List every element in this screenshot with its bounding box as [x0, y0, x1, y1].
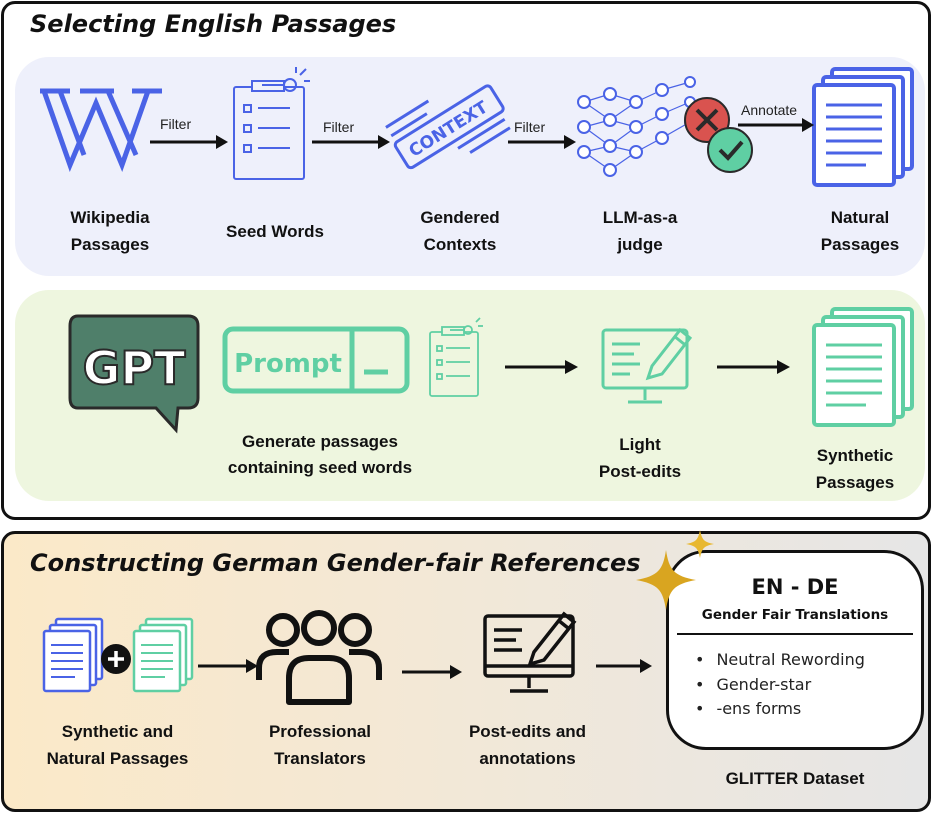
section-title-selecting: Selecting English Passages: [30, 10, 397, 38]
dataset-feature-item: -ens forms: [695, 697, 865, 722]
dataset-feature-item: Neutral Rewording: [695, 648, 864, 673]
label-light-postedits: Light Post-edits: [598, 435, 682, 481]
checklist-small-icon: [429, 317, 483, 397]
context-icon: CONTEXT: [385, 84, 511, 170]
arrow-filter-2: [312, 135, 390, 149]
sparkle-icon: [636, 530, 714, 610]
arrow-label-filter-2: Filter: [323, 119, 355, 135]
label-generate-passages: Generate passages containing seed words: [227, 432, 413, 477]
monitor-edit-icon: [601, 327, 693, 404]
label-seed-words: Seed Words: [226, 222, 324, 241]
arrow-filter-3: [508, 135, 576, 149]
prompt-text: Prompt: [234, 349, 342, 379]
label-natural-passages: Natural Passages: [820, 208, 900, 254]
arrow-label-filter-3: Filter: [514, 119, 546, 135]
arrow-annotate: [738, 118, 814, 132]
arrow-label-annotate: Annotate: [741, 102, 798, 118]
documents-icon: [812, 67, 914, 187]
dataset-caption: GLITTER Dataset: [725, 769, 865, 788]
checklist-icon: [233, 67, 310, 180]
dataset-heading: EN - DE: [751, 575, 839, 599]
gpt-text: GPT: [83, 341, 186, 395]
arrow-to-light-postedits: [505, 360, 578, 374]
section-title-constructing: Constructing German Gender-fair Referenc…: [30, 549, 641, 577]
arrow-to-dataset: [596, 659, 652, 673]
synthetic-documents-icon: [812, 307, 914, 427]
label-wikipedia-passages: Wikipedia Passages: [70, 208, 150, 254]
glitter-dataset-box: EN - DE Gender Fair Translations Neutral…: [666, 550, 924, 750]
label-synthetic-natural-passages: Synthetic and Natural Passages: [46, 722, 189, 768]
label-synthetic-passages: Synthetic Passages: [815, 446, 895, 492]
wikipedia-icon: [40, 88, 162, 172]
people-icon: [256, 610, 382, 705]
label-professional-translators: Professional Translators: [268, 722, 372, 768]
arrow-to-postedits: [402, 665, 462, 679]
arrow-label-filter-1: Filter: [160, 116, 192, 132]
arrow-to-translators: [198, 659, 258, 673]
arrow-filter-1: [150, 135, 228, 149]
monitor-postedit-icon: [483, 611, 577, 693]
dataset-feature-list: Neutral Rewording Gender-star -ens forms: [695, 648, 865, 722]
label-llm-judge: LLM-as-a judge: [602, 208, 678, 254]
dataset-divider: [677, 633, 913, 635]
dataset-subheading: Gender Fair Translations: [701, 607, 889, 623]
gpt-chat-icon: GPT: [68, 314, 200, 434]
natural-passages-band: [15, 57, 925, 276]
label-postedits-annotations: Post-edits and annotations: [468, 722, 587, 768]
dataset-feature-item: Gender-star: [695, 673, 865, 698]
neural-network-icon: [577, 76, 753, 177]
combined-passages-icon: [42, 617, 194, 693]
label-gendered-contexts: Gendered Contexts: [420, 208, 500, 254]
prompt-box-icon: Prompt: [222, 326, 410, 394]
arrow-to-synthetic-passages: [717, 360, 790, 374]
